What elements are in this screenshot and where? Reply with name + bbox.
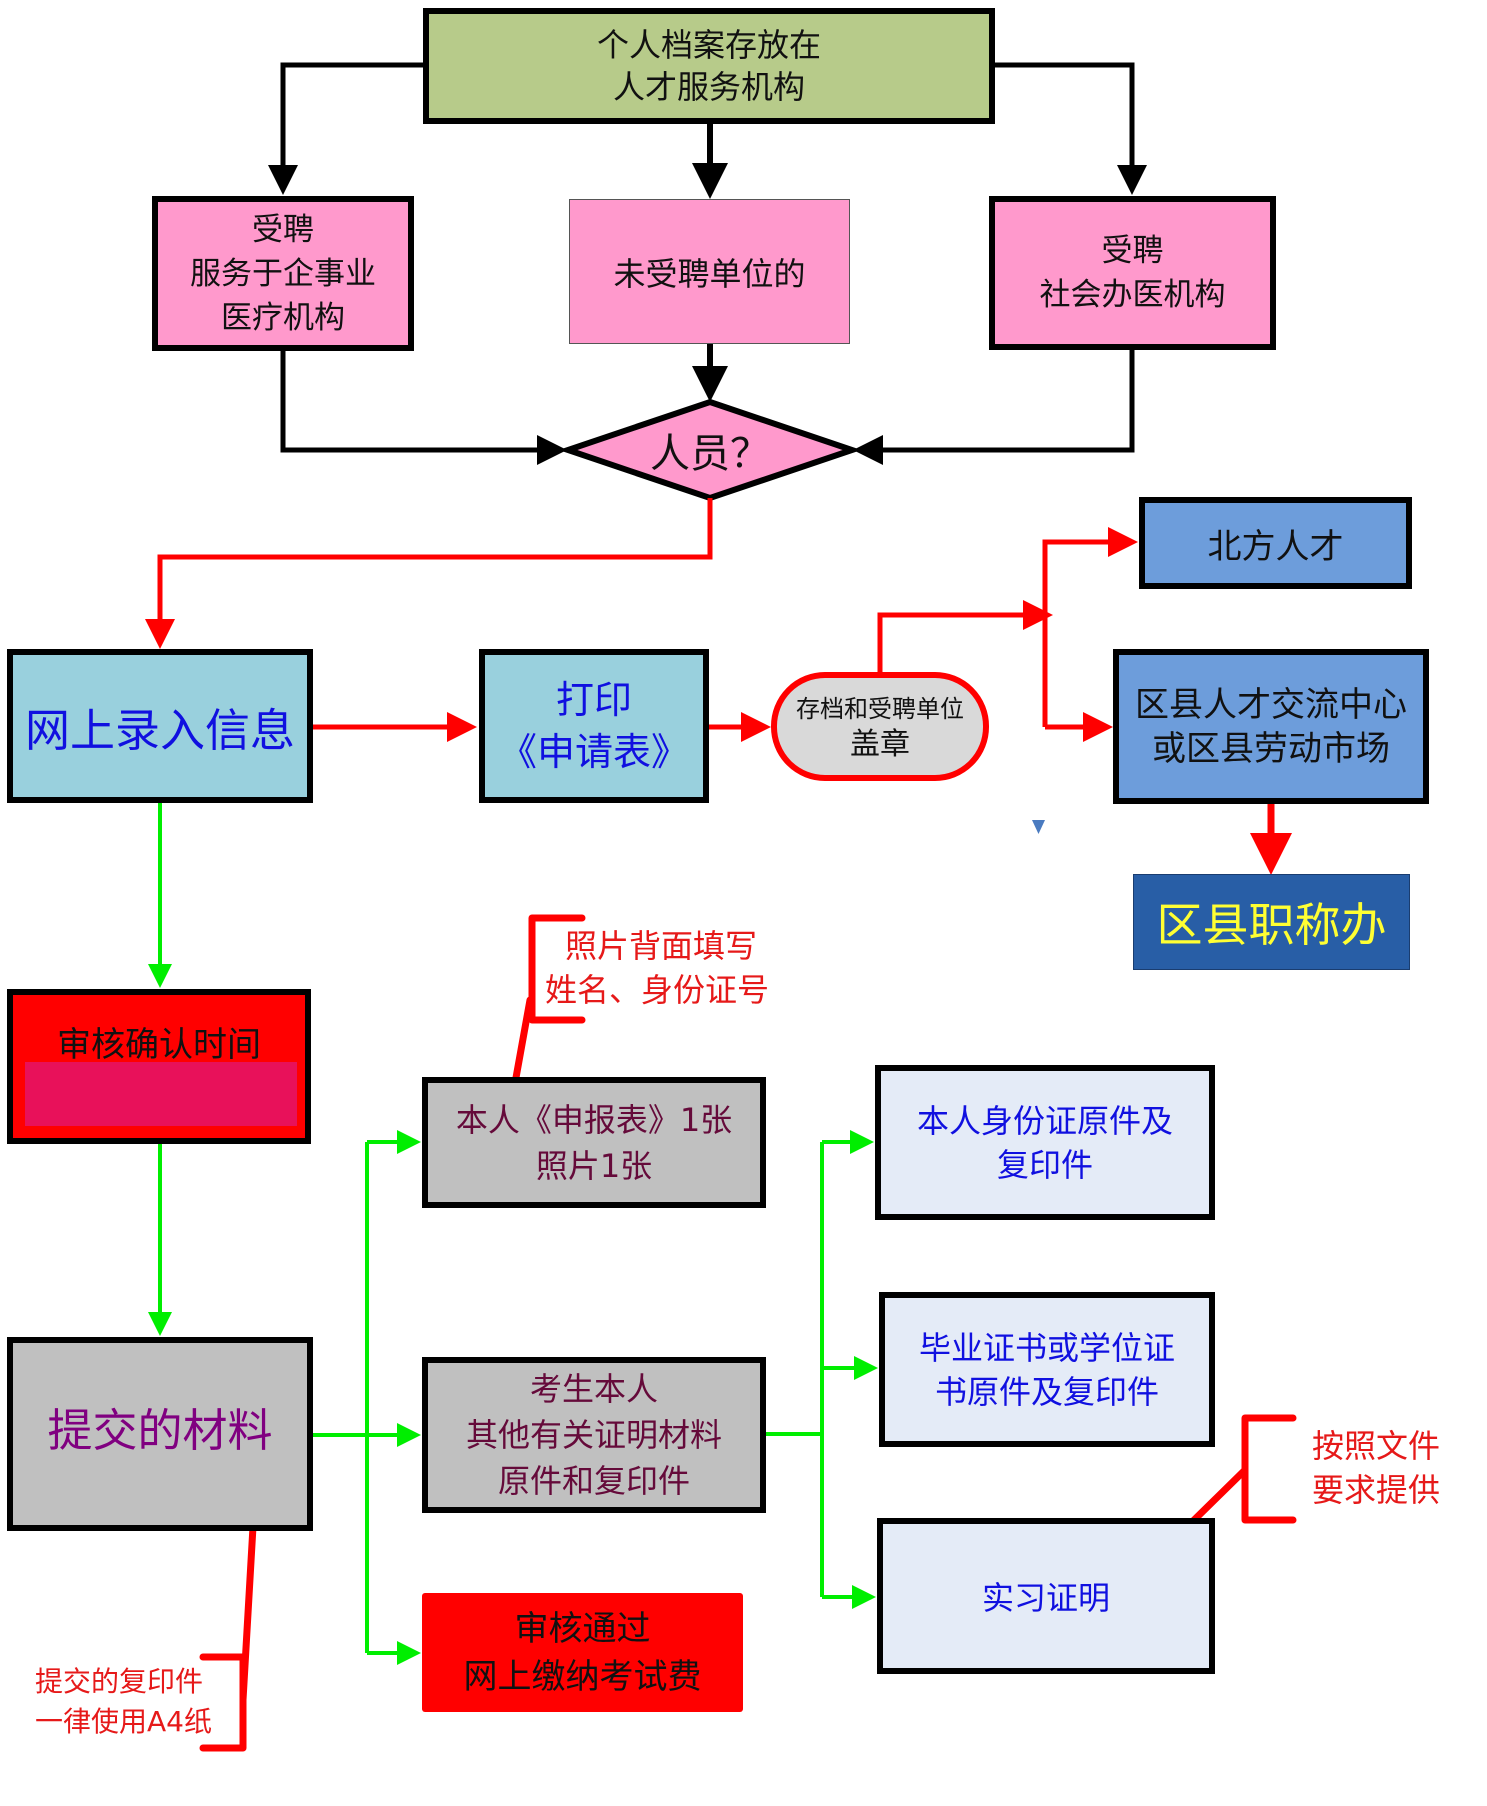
connector-archive-to-private [992, 62, 1147, 195]
connector-enterprise-to-decision [280, 350, 567, 465]
id-card-line-1: 本人身份证原件及 [916, 1101, 1173, 1140]
internship-node: 实习证明 [877, 1518, 1215, 1674]
review-time-node: 审核确认时间 [7, 989, 311, 1144]
print-form-line-1: 打印 [555, 678, 632, 722]
stamp-pill-shape [771, 672, 989, 781]
online-entry-node[interactable]: 网上录入信息 [7, 649, 313, 803]
district-center-line-1: 区县人才交流中心 [1135, 684, 1407, 725]
application-form-line-2: 照片1张 [535, 1146, 653, 1185]
id-card-node: 本人身份证原件及 复印件 [875, 1065, 1215, 1220]
other-docs-line-1: 考生本人 [529, 1370, 658, 1408]
stamp-node: 存档和受聘单位 盖章 [778, 680, 982, 774]
unemployed-label: 未受聘单位的 [613, 254, 806, 293]
a4-note-line-1: 提交的复印件 [35, 1665, 204, 1698]
a4-note: 提交的复印件 一律使用A4纸 [35, 1662, 212, 1742]
file-note-bracket [1241, 1414, 1297, 1524]
beifang-label: 北方人才 [1207, 526, 1344, 567]
review-time-label: 审核确认时间 [57, 1025, 261, 1065]
employed-private-line-2: 社会办医机构 [1039, 277, 1226, 313]
district-center-node[interactable]: 区县人才交流中心 或区县劳动市场 [1113, 649, 1429, 804]
connector-stamp-branch [877, 600, 1053, 673]
id-card-line-2: 复印件 [996, 1145, 1093, 1184]
stamp-line-2: 盖章 [850, 727, 910, 762]
stamp-line-1: 存档和受聘单位 [796, 695, 964, 723]
photo-note-bracket [528, 914, 586, 1024]
submit-materials-label: 提交的材料 [47, 1403, 273, 1457]
pay-fee-node[interactable]: 审核通过 网上缴纳考试费 [422, 1593, 743, 1712]
connector-to-beifang [1042, 527, 1138, 727]
archive-line-1: 个人档案存放在 [596, 26, 821, 64]
employed-private-node: 受聘 社会办医机构 [989, 196, 1276, 350]
employed-private-line-1: 受聘 [1101, 233, 1164, 269]
connector-private-to-decision [853, 349, 1135, 465]
photo-note: 照片背面填写 姓名、身份证号 [545, 924, 769, 1012]
photo-note-line-1: 照片背面填写 [565, 927, 758, 965]
diploma-line-1: 毕业证书或学位证 [918, 1328, 1175, 1367]
diploma-line-2: 书原件及复印件 [934, 1372, 1159, 1411]
online-entry-label: 网上录入信息 [24, 703, 295, 757]
connector-decision-to-online-entry [145, 498, 713, 649]
photo-note-line-2: 姓名、身份证号 [545, 971, 770, 1009]
employed-enterprise-node: 受聘 服务于企事业 医疗机构 [152, 196, 414, 351]
a4-note-line-2: 一律使用A4纸 [35, 1705, 212, 1738]
internship-label: 实习证明 [981, 1579, 1110, 1617]
marker-triangle-icon [1032, 820, 1045, 834]
archive-line-2: 人才服务机构 [612, 68, 805, 106]
other-docs-line-2: 其他有关证明材料 [465, 1416, 722, 1454]
employed-enterprise-line-3: 医疗机构 [221, 299, 345, 336]
district-center-line-2: 或区县劳动市场 [1152, 728, 1390, 769]
submit-materials-node: 提交的材料 [7, 1337, 313, 1531]
other-docs-line-3: 原件和复印件 [497, 1462, 690, 1500]
other-docs-node: 考生本人 其他有关证明材料 原件和复印件 [422, 1357, 766, 1513]
pay-fee-line-1: 审核通过 [514, 1608, 651, 1649]
unemployed-node: 未受聘单位的 [569, 199, 850, 344]
decision-node: 人员？ [610, 420, 810, 480]
print-form-line-2: 《申请表》 [498, 730, 689, 774]
pay-fee-line-2: 网上缴纳考试费 [463, 1656, 702, 1697]
file-note-line-1: 按照文件 [1312, 1427, 1441, 1465]
file-note: 按照文件 要求提供 [1312, 1424, 1440, 1512]
application-form-node: 本人《申报表》1张 照片1张 [422, 1077, 766, 1208]
decision-label: 人员？ [650, 431, 770, 477]
district-title-office-label: 区县职称办 [1156, 898, 1387, 952]
beifang-node[interactable]: 北方人才 [1139, 497, 1412, 589]
employed-enterprise-line-1: 受聘 [252, 211, 314, 248]
diploma-node: 毕业证书或学位证 书原件及复印件 [879, 1292, 1215, 1447]
print-form-node[interactable]: 打印 《申请表》 [479, 649, 709, 803]
file-note-line-2: 要求提供 [1312, 1471, 1441, 1509]
archive-node: 个人档案存放在 人才服务机构 [423, 8, 995, 124]
review-time-value-field [25, 1062, 297, 1126]
district-title-office-node[interactable]: 区县职称办 [1133, 874, 1410, 970]
application-form-line-1: 本人《申报表》1张 [455, 1100, 733, 1139]
connector-archive-to-enterprise [268, 62, 425, 195]
employed-enterprise-line-2: 服务于企事业 [190, 255, 376, 292]
